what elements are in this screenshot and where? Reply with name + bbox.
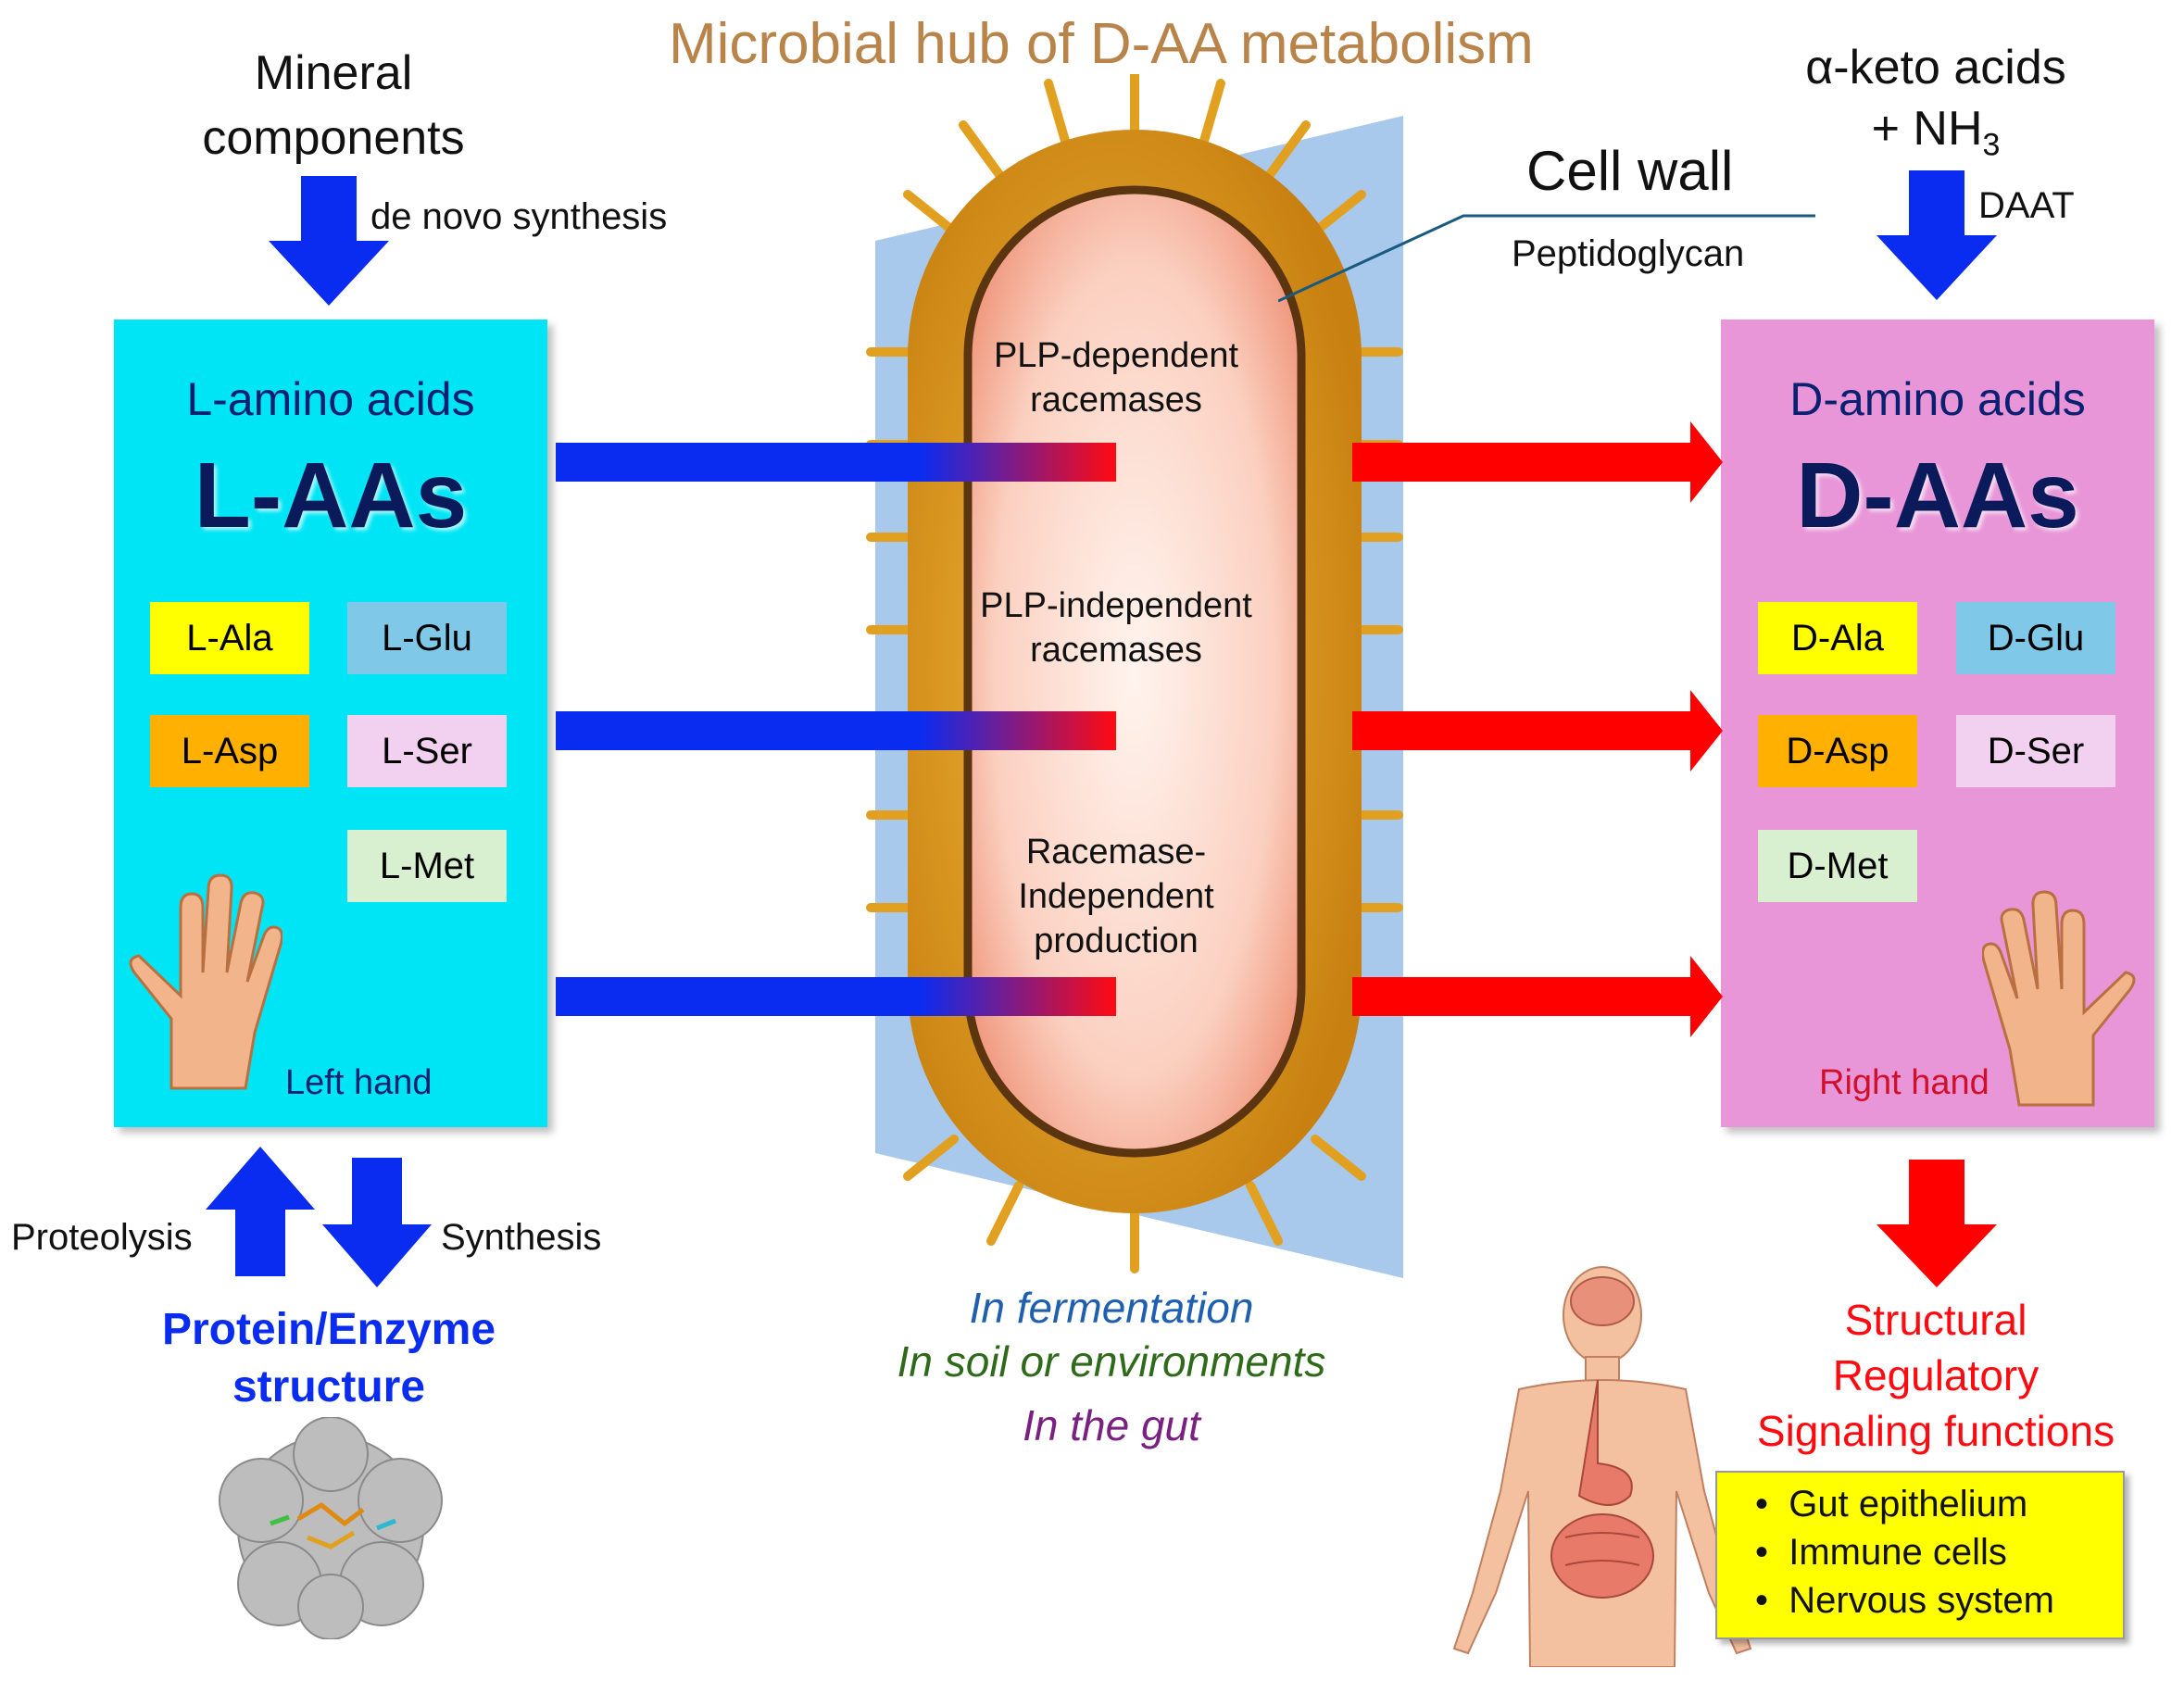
aa-chip-l-ser: L-Ser <box>347 715 507 787</box>
protein-structure-icon <box>219 1417 443 1639</box>
l-amino-acids-heading: L-amino acids <box>186 373 475 425</box>
aa-chip-d-ala: D-Ala <box>1758 602 1917 674</box>
function-regulatory: Regulatory <box>1832 1351 2040 1399</box>
functions-list: Structural Regulatory Signaling function… <box>1723 1292 2149 1459</box>
target-immune-cells: • Immune cells <box>1755 1532 2007 1573</box>
cell-wall-leader-line <box>1278 214 1815 303</box>
cell-wall-label: Cell wall <box>1526 140 1734 202</box>
context-gut: In the gut <box>1023 1401 1200 1449</box>
brain-icon <box>1570 1276 1635 1326</box>
peptidoglycan-label: Peptidoglycan <box>1512 233 1745 274</box>
context-fermentation: In fermentation <box>969 1284 1254 1332</box>
context-soil: In soil or environments <box>897 1337 1326 1386</box>
function-signaling: Signaling functions <box>1756 1407 2115 1455</box>
human-body-illustration <box>1452 1266 1752 1667</box>
aa-chip-d-met: D-Met <box>1758 830 1917 902</box>
proteolysis-up-arrow <box>206 1147 315 1276</box>
diagram-title: Microbial hub of D-AA metabolism <box>669 12 1534 76</box>
aa-chip-l-ala: L-Ala <box>150 602 309 674</box>
aa-chip-d-asp: D-Asp <box>1758 715 1917 787</box>
target-nervous-system: • Nervous system <box>1755 1580 2054 1621</box>
functions-down-arrow <box>1876 1160 1997 1287</box>
synthesis-down-arrow <box>322 1158 432 1287</box>
aa-chip-d-glu: D-Glu <box>1956 602 2115 674</box>
mineral-components-label: Mineral components <box>202 46 465 165</box>
de-novo-synthesis-label: de novo synthesis <box>370 196 668 237</box>
targets-box <box>1715 1471 2125 1639</box>
daat-label: DAAT <box>1978 185 2075 226</box>
left-hand-label: Left hand <box>285 1063 433 1102</box>
route-arrow-plp-dependent <box>556 421 1723 503</box>
conversion-arrows <box>556 421 1723 1037</box>
keto-acids-label: α-keto acids + NH3 <box>1805 41 2066 163</box>
left-hand-icon <box>129 873 282 1090</box>
proteolysis-label: Proteolysis <box>11 1217 193 1258</box>
function-structural: Structural <box>1844 1296 2027 1344</box>
d-amino-acids-heading: D-amino acids <box>1789 373 2086 425</box>
l-aas-big-label: L-AAs <box>194 444 468 547</box>
right-hand-label: Right hand <box>1819 1063 1989 1102</box>
route-arrow-plp-independent <box>556 690 1723 772</box>
aa-chip-l-glu: L-Glu <box>347 602 507 674</box>
digestive-tract-icon <box>1550 1379 1654 1599</box>
aa-chip-l-met: L-Met <box>347 830 507 902</box>
protein-structure-label: Protein/Enzyme structure <box>161 1305 496 1411</box>
route-arrow-racemase-independent <box>556 956 1723 1037</box>
aa-chip-d-ser: D-Ser <box>1956 715 2115 787</box>
right-hand-icon <box>1982 890 2136 1107</box>
d-aas-big-label: D-AAs <box>1796 444 2079 547</box>
aa-chip-l-asp: L-Asp <box>150 715 309 787</box>
targets-list: • Gut epithelium • Immune cells • Nervou… <box>1755 1480 2054 1625</box>
synthesis-label: Synthesis <box>441 1217 602 1258</box>
daat-down-arrow <box>1876 170 1997 300</box>
target-gut-epithelium: • Gut epithelium <box>1755 1484 2028 1524</box>
de-novo-down-arrow <box>269 176 389 306</box>
